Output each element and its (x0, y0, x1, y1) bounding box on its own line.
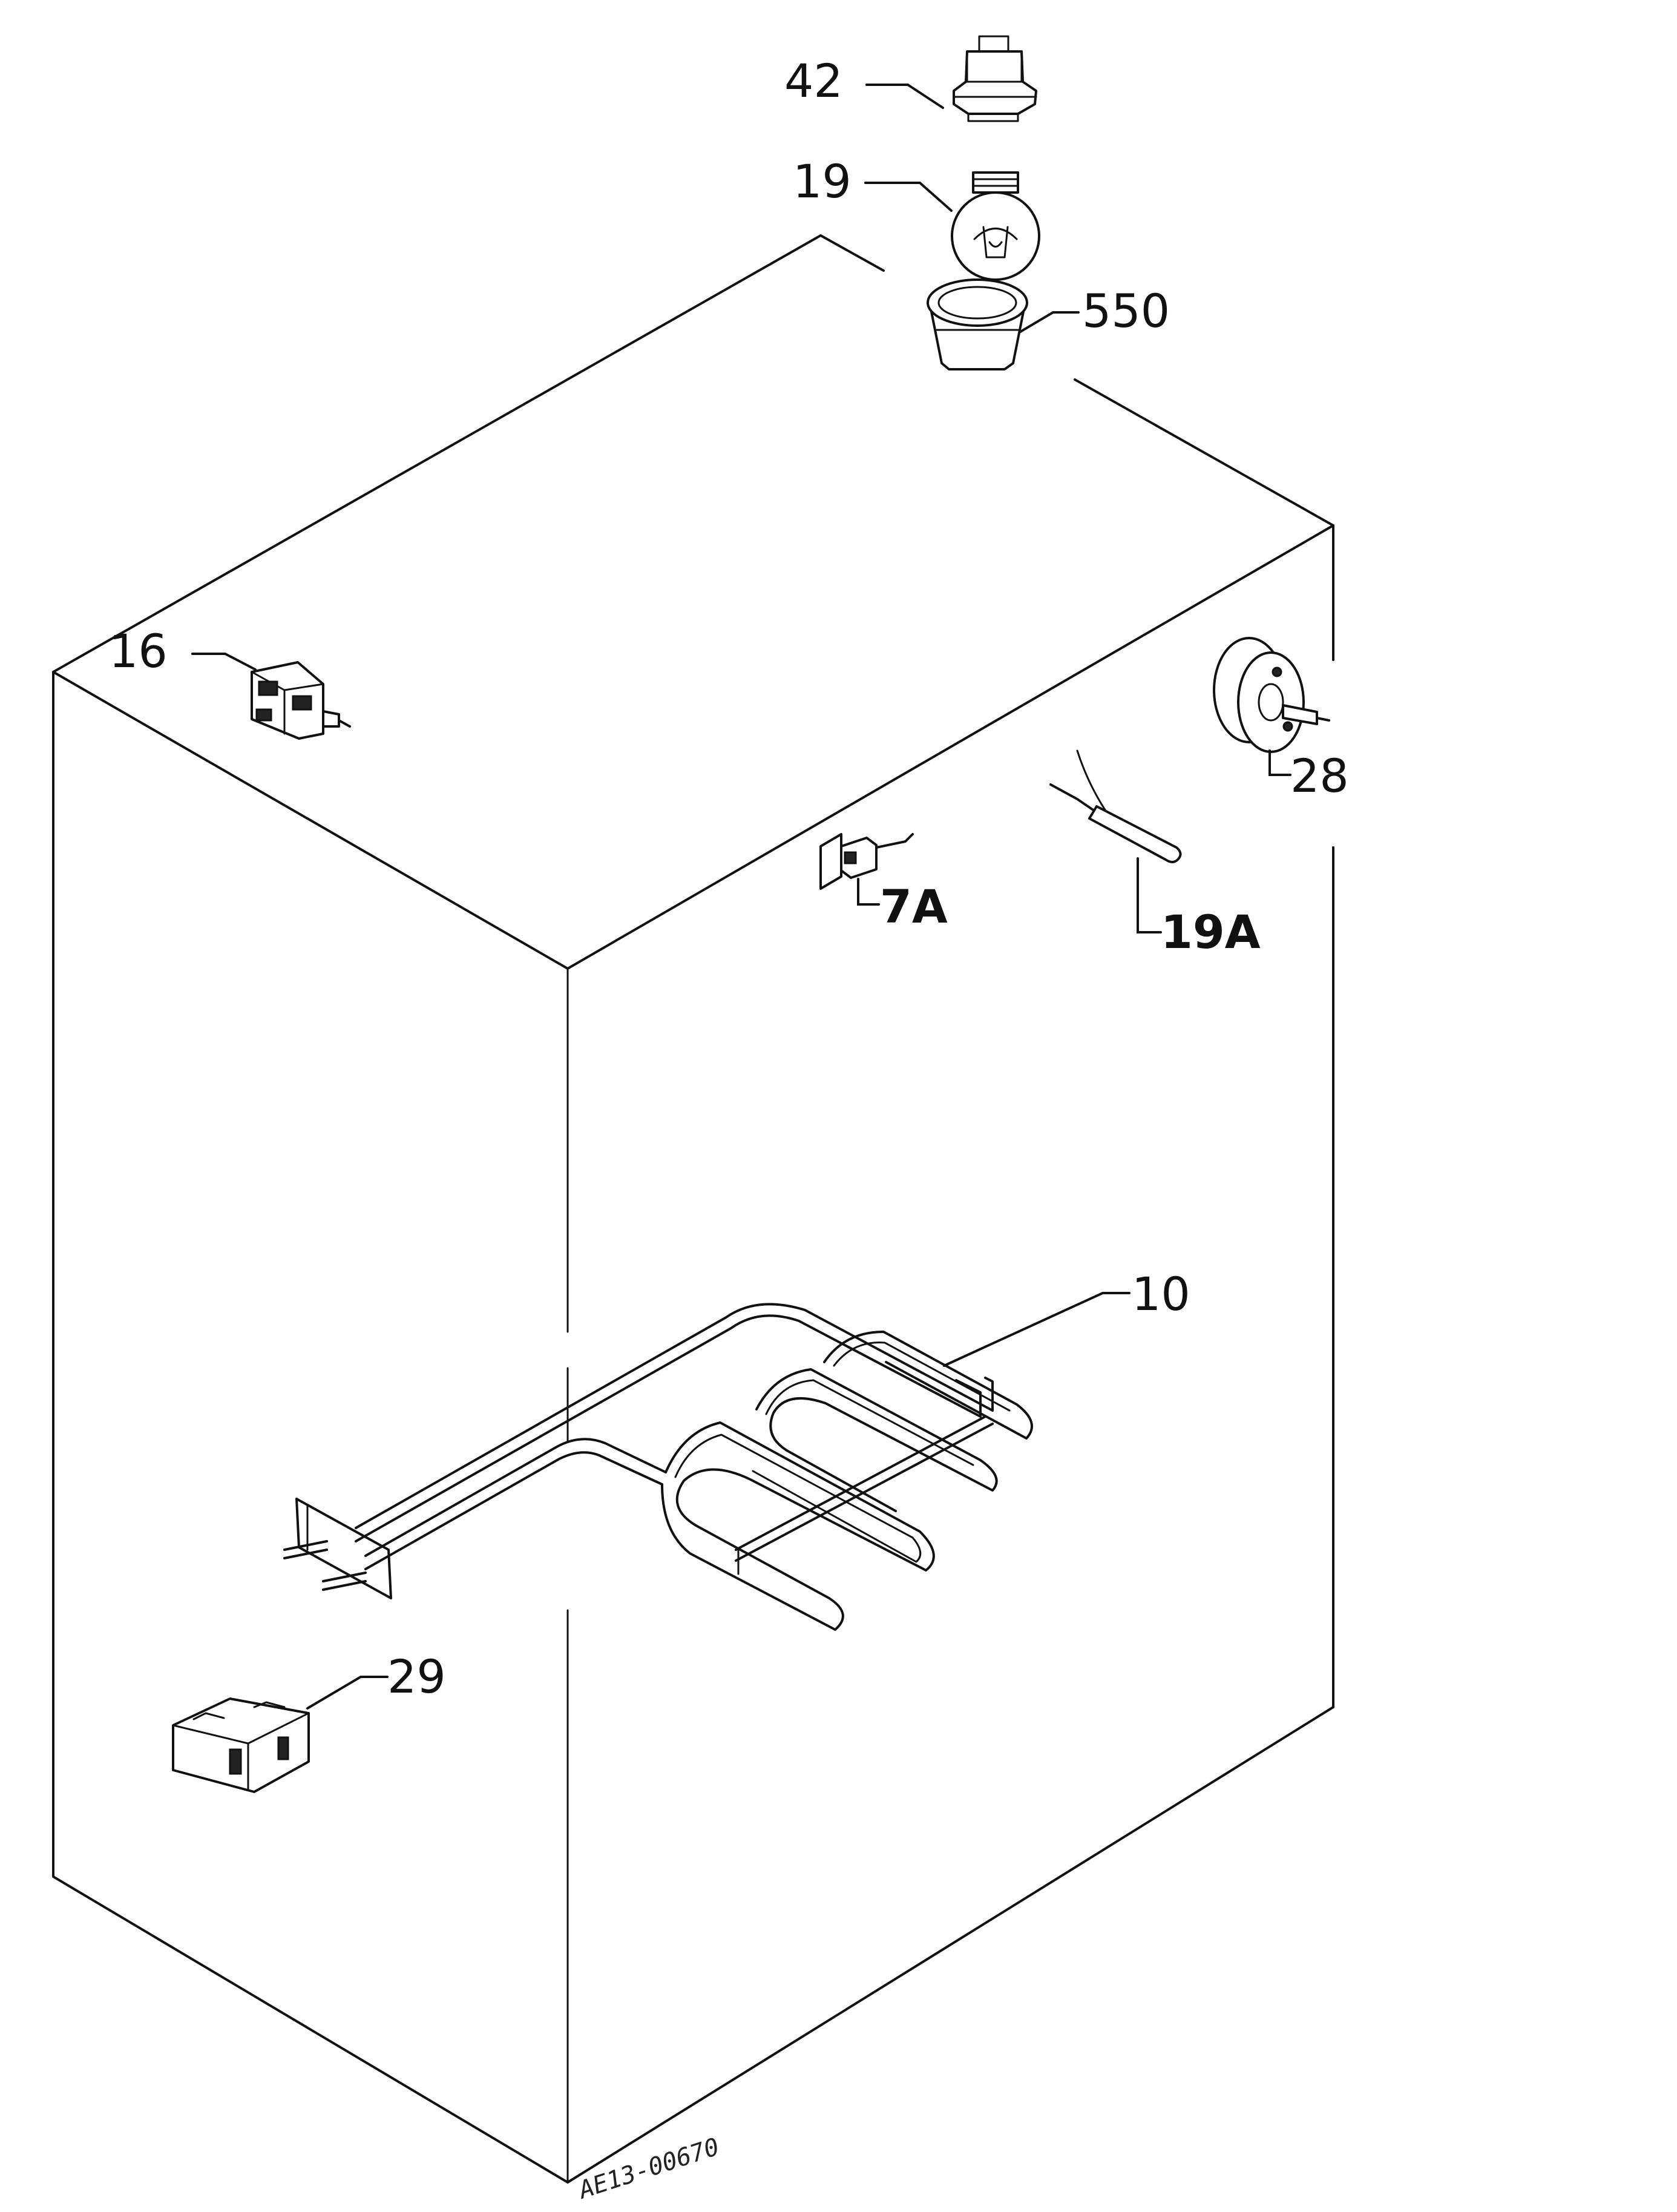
label-19: 19 (793, 154, 852, 208)
part-10-heating-element (283, 1303, 1033, 1631)
label-7a: 7A (880, 880, 948, 933)
part-28-thermostat (1213, 637, 1330, 753)
label-42: 42 (784, 54, 843, 108)
label-10: 10 (1132, 1267, 1190, 1321)
leader-16 (191, 653, 257, 671)
label-16: 16 (109, 624, 168, 678)
leader-42 (865, 84, 944, 109)
label-19a: 19A (1161, 905, 1261, 959)
part-29-terminal-block (172, 1697, 310, 1793)
leader-10 (943, 1292, 1131, 1367)
leader-28 (1268, 749, 1291, 776)
part-7a-door-switch (819, 833, 914, 890)
leader-19a (1137, 857, 1162, 933)
label-28: 28 (1290, 749, 1349, 803)
part-16-switch (251, 661, 351, 740)
leader-7a (857, 878, 880, 906)
oven-cabinet-outline (52, 234, 1334, 2184)
label-29: 29 (387, 1650, 446, 1703)
label-550: 550 (1082, 284, 1170, 338)
part-19a-temperature-sensor (1049, 749, 1182, 863)
part-19-lamp-bulb (951, 171, 1040, 281)
leader-550 (1019, 311, 1080, 333)
part-550-lamp-glass (927, 278, 1028, 370)
document-code: AE13-00670 (574, 2133, 723, 2205)
part-42-lamp-cap (953, 35, 1037, 122)
leader-19 (864, 182, 953, 212)
leader-29 (306, 1676, 389, 1710)
